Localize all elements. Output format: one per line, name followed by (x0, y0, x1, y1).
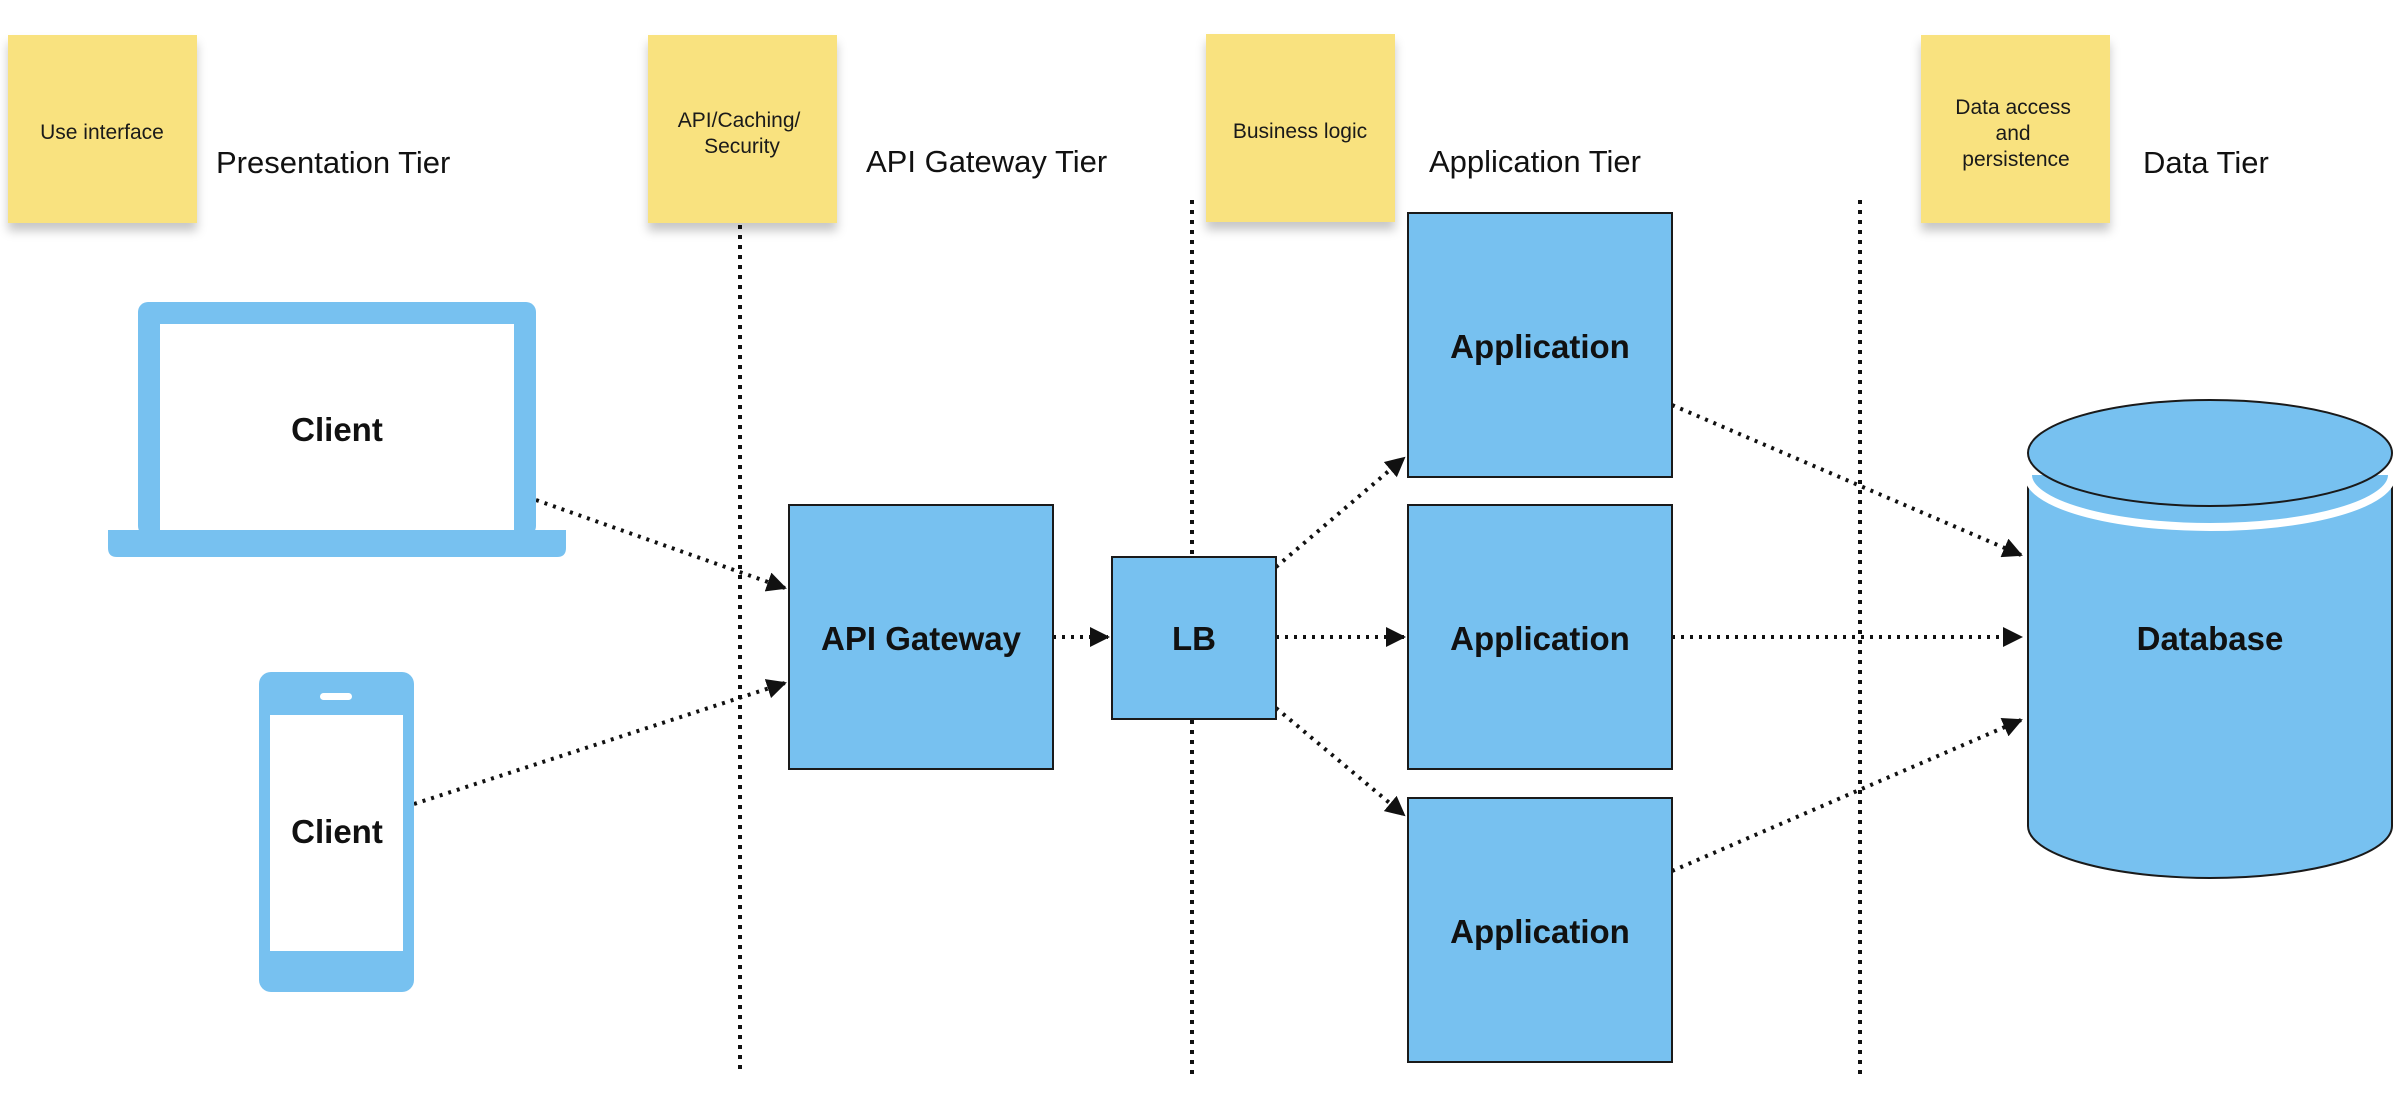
sticky-note-text: API/Caching/ Security (678, 109, 806, 158)
connector-application-1-to-database (1671, 403, 2023, 558)
application-label: Application (1450, 328, 1630, 365)
application-box-3: Application (1407, 797, 1673, 1063)
database-cylinder-icon (2024, 399, 2396, 879)
smartphone-icon (259, 672, 414, 992)
sticky-note-line: and (1996, 122, 2031, 145)
sticky-note-application: Business logic (1206, 34, 1395, 222)
sticky-note-text: Business logic (1233, 120, 1367, 143)
tier-title-application: Application Tier (1429, 144, 1641, 179)
tier-title-api-gateway: API Gateway Tier (866, 144, 1107, 179)
laptop-client: Client (108, 302, 566, 557)
phone-client: Client (259, 672, 414, 992)
sticky-note-line: Use interface (40, 121, 164, 144)
tier-dividers (738, 200, 1862, 1075)
sticky-note-presentation: Use interface (8, 35, 197, 223)
application-label: Application (1450, 620, 1630, 657)
database-label: Database (2137, 620, 2284, 657)
application-box-2: Application (1407, 504, 1673, 770)
connector-application-3-to-database (1671, 717, 2023, 873)
connectors (413, 403, 2023, 873)
laptop-icon (108, 302, 566, 557)
connector-lb-to-application-3 (1274, 706, 1406, 817)
sticky-note-line: persistence (1962, 148, 2069, 171)
sticky-note-line: Data access (1955, 96, 2071, 119)
api-gateway-box: API Gateway (788, 504, 1054, 770)
connector-laptop-to-gateway (535, 498, 787, 592)
sticky-note-text: Use interface (40, 121, 164, 144)
tier-title-presentation: Presentation Tier (216, 145, 450, 180)
connector-phone-to-gateway (413, 679, 787, 806)
application-box-1: Application (1407, 212, 1673, 478)
api-gateway-label: API Gateway (821, 620, 1022, 657)
tier-title-data: Data Tier (2143, 145, 2269, 180)
connector-lb-to-application-1 (1274, 456, 1406, 569)
sticky-note-api-gateway: API/Caching/ Security (648, 35, 837, 223)
tier-headers: Use interface Presentation Tier API/Cach… (8, 34, 2269, 223)
sticky-note-data: Data access and persistence (1921, 35, 2110, 223)
sticky-note-line: Security (704, 135, 780, 158)
sticky-note-line: API/Caching/ (678, 109, 801, 132)
phone-client-label: Client (291, 813, 383, 850)
database: Database (2024, 399, 2396, 879)
load-balancer-label: LB (1172, 620, 1216, 657)
sticky-note-line: Business logic (1233, 120, 1367, 143)
laptop-client-label: Client (291, 411, 383, 448)
load-balancer-box: LB (1111, 556, 1277, 720)
application-label: Application (1450, 913, 1630, 950)
sticky-note-text: Data access and persistence (1955, 96, 2076, 171)
